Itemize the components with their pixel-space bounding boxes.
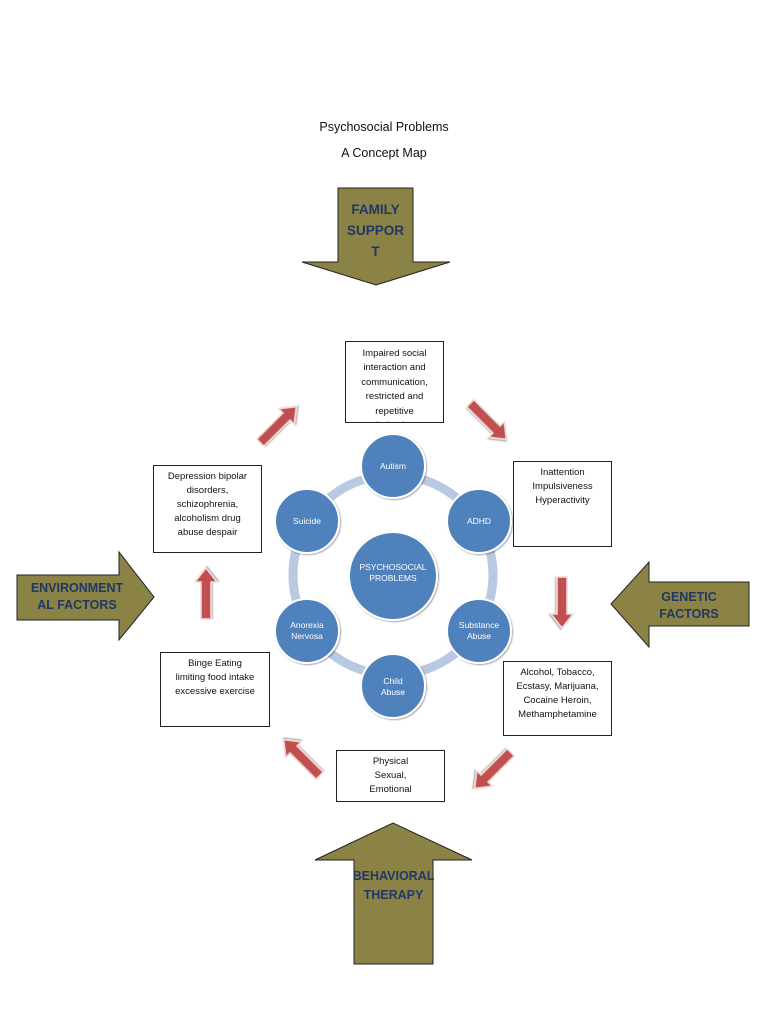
red-arrow-down-left: [473, 747, 516, 790]
suicide-description-box-line: schizophrenia,: [176, 499, 239, 510]
autism-description-box-line: repetitive: [375, 405, 414, 417]
node-adhd-label-line: ADHD: [466, 516, 492, 526]
node-anorexia-nervosa: [274, 598, 340, 664]
family-support-arrow: [301, 187, 451, 286]
node-substance-abuse-label-line: Abuse: [466, 631, 492, 641]
autism-description-box-line: communication,: [361, 376, 428, 388]
center-node: [348, 531, 438, 621]
red-arrow-up-left-side: [193, 566, 219, 620]
node-substance-abuse-label-line: Substance: [458, 620, 500, 630]
title-line-2: A Concept Map: [341, 146, 427, 160]
autism-description-box-line: Impaired social: [362, 348, 427, 359]
environmental-factors-label-line: AL FACTORS: [37, 598, 117, 612]
family-support-label-line: FAMILY: [351, 202, 400, 217]
red-arrow-down-right-top: [465, 398, 508, 441]
anorexia-description-box-line: limiting food intake: [175, 672, 255, 683]
node-adhd-label: ADHD: [447, 516, 511, 527]
behavioral-therapy-label: BEHAVIORAL THERAPY: [350, 867, 437, 905]
suicide-description-box-line: Depression bipolar: [167, 471, 248, 482]
suicide-description-box-line: disorders,: [186, 485, 229, 496]
family-support-label: FAMILY SUPPOR T: [338, 199, 413, 262]
center-node-label-line: PROBLEMS: [369, 573, 417, 583]
genetic-factors-arrow: [610, 560, 750, 649]
substance-description-box-line: Ecstasy, Marijuana,: [516, 681, 599, 692]
genetic-factors-label-line: FACTORS: [659, 607, 719, 621]
substance-description-box-line: Methamphetamine: [518, 709, 597, 720]
node-anorexia-nervosa-label-line: Anorexia: [290, 620, 324, 630]
red-arrow-up-right: [255, 405, 298, 448]
node-autism-label-line: Autism: [380, 461, 406, 471]
adhd-description-box-line: Inattention: [540, 467, 585, 478]
node-child-abuse-label-line: Abuse: [380, 687, 406, 697]
node-anorexia-nervosa-label-line: Nervosa: [291, 631, 323, 641]
adhd-description-box-line: Impulsiveness: [532, 481, 593, 492]
child-abuse-description-box-line: Sexual,: [374, 770, 407, 781]
suicide-description-box-line: abuse despair: [177, 527, 238, 538]
behavioral-therapy-label-line: THERAPY: [363, 888, 424, 902]
child-abuse-description-box-line: Emotional: [369, 784, 412, 795]
autism-description-box-line: restricted and: [365, 391, 424, 403]
anorexia-description-box: Binge Eating limiting food intake excessiv…: [160, 652, 270, 727]
node-substance-abuse: [446, 598, 512, 664]
node-adhd: [446, 488, 512, 554]
suicide-description-box-line: alcoholism drug: [174, 513, 241, 524]
autism-description-box: Impaired social interaction and communicat…: [345, 341, 444, 423]
red-arrow-down-right-side: [549, 576, 575, 630]
node-autism: [360, 433, 426, 499]
node-suicide-label-line: Suicide: [293, 516, 321, 526]
node-suicide-label: Suicide: [275, 516, 339, 527]
family-support-label-line: SUPPOR: [346, 223, 404, 238]
title-line-1: Psychosocial Problems: [319, 120, 449, 134]
node-child-abuse: [360, 653, 426, 719]
adhd-description-box-line: Hyperactivity: [535, 495, 590, 506]
center-node-label-line: PSYCHOSOCIAL: [359, 562, 427, 572]
child-abuse-description-box-line: Physical: [372, 756, 409, 767]
environmental-factors-label: ENVIRONMENT AL FACTORS: [18, 580, 136, 614]
substance-description-box: Alcohol, Tobacco, Ecstasy, Marijuana, Coca…: [503, 661, 612, 736]
anorexia-description-box-line: excessive exercise: [175, 686, 255, 697]
behavioral-therapy-arrow: [314, 822, 473, 965]
substance-description-box-line: Alcohol, Tobacco,: [520, 667, 595, 678]
node-child-abuse-label-line: Child: [383, 676, 403, 686]
genetic-factors-label: GENETIC FACTORS: [651, 589, 727, 623]
substance-description-box-line: Cocaine Heroin,: [523, 695, 592, 706]
autism-description-box-line: interaction and: [363, 362, 426, 374]
node-suicide: [274, 488, 340, 554]
node-autism-label: Autism: [361, 461, 425, 472]
environmental-factors-arrow: [16, 550, 155, 642]
genetic-factors-label-line: GENETIC: [661, 590, 717, 604]
family-support-label-line: T: [371, 244, 380, 259]
anorexia-description-box-line: Binge Eating: [188, 658, 242, 669]
environmental-factors-label-line: ENVIRONMENT: [30, 581, 124, 595]
autism-description-box-line: behavior: [349, 419, 440, 422]
red-arrow-up-left: [282, 738, 325, 781]
behavioral-therapy-label-line: BEHAVIORAL: [352, 869, 435, 883]
suicide-description-box: Depression bipolar disorders, schizophreni…: [153, 465, 262, 553]
